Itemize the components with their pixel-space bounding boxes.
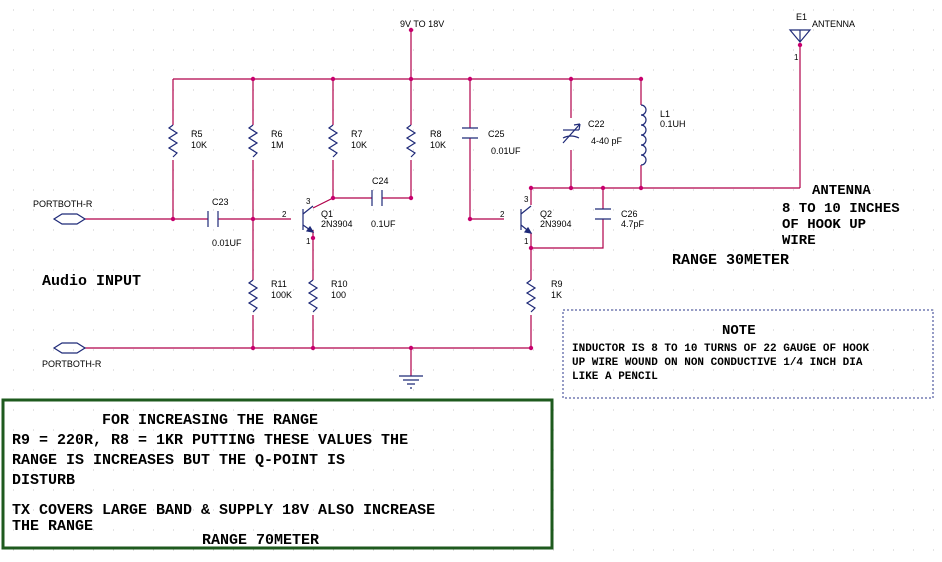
antenna-ref: E1 [796,12,807,22]
note-line2: UP WIRE WOUND ON NON CONDUCTIVE 1/4 INCH… [572,357,863,369]
c23-value: 0.01UF [212,238,242,248]
resistor-r11 [247,279,259,313]
r7-ref: R7 [351,129,363,139]
c24-value: 0.1UF [371,219,396,229]
supply-label: 9V TO 18V [400,19,444,29]
transistor-q2 [520,205,533,234]
r9-value: 1K [551,290,562,300]
antenna-name: ANTENNA [812,19,855,29]
q1-part: 2N3904 [321,219,353,229]
r5-ref: R5 [191,129,203,139]
q2-emitter-pin: 1 [524,237,529,246]
transistor-q1 [302,205,315,233]
r11-value: 100K [271,290,292,300]
input-port-label: PORTBOTH-R [33,199,93,209]
audio-input-label: Audio INPUT [42,273,141,290]
r7-value: 10K [351,140,367,150]
q1-collector-pin: 3 [306,197,311,206]
r8-ref: R8 [430,129,442,139]
trimmer-capacitor-c22 [562,123,581,144]
note-line1: INDUCTOR IS 8 TO 10 TURNS OF 22 GAUGE OF… [572,343,869,355]
range-info-box [1,398,554,550]
ground-port [52,342,87,354]
capacitor-c24 [371,190,383,206]
grid-dots [13,9,934,551]
input-port [52,213,87,225]
ground-port-label: PORTBOTH-R [42,359,102,369]
range-box-line1: R9 = 220R, R8 = 1KR PUTTING THESE VALUES… [12,432,408,449]
range-box-line5: THE RANGE [12,518,93,535]
r10-value: 100 [331,290,346,300]
r8-value: 10K [430,140,446,150]
range-box-title: FOR INCREASING THE RANGE [102,412,318,429]
ground-symbol [399,375,423,389]
c25-ref: C25 [488,129,505,139]
r10-ref: R10 [331,279,348,289]
c23-ref: C23 [212,197,229,207]
inductor-l1 [640,104,647,166]
r5-value: 10K [191,140,207,150]
resistor-r6 [247,124,259,158]
note-title: NOTE [722,323,756,339]
antenna-note-line2: 8 TO 10 INCHES [782,201,900,217]
q1-base-pin: 2 [282,210,287,219]
r6-value: 1M [271,140,284,150]
range-30-label: RANGE 30METER [672,252,789,269]
junction-dots [170,27,803,351]
antenna-note-line1: ANTENNA [812,183,871,199]
resistor-r7 [327,124,339,158]
q2-ref: Q2 [540,209,552,219]
wires [85,30,801,376]
c22-value: 4-40 pF [591,136,623,146]
range-box-line3: DISTURB [12,472,75,489]
grid-dot-pattern [13,9,934,551]
resistor-r8 [405,124,417,158]
range-box-line2: RANGE IS INCREASES BUT THE Q-POINT IS [12,452,345,469]
range-box-line4: TX COVERS LARGE BAND & SUPPLY 18V ALSO I… [12,502,435,519]
q2-base-pin: 2 [500,210,505,219]
resistor-r5 [167,124,179,158]
c24-ref: C24 [372,176,389,186]
r6-ref: R6 [271,129,283,139]
r11-ref: R11 [271,279,287,289]
c26-value: 4.7pF [621,219,645,229]
range-box-footer: RANGE 70METER [202,532,319,549]
c22-ref: C22 [588,119,605,129]
antenna-symbol [788,29,812,43]
q2-part: 2N3904 [540,219,572,229]
note-line3: LIKE A PENCIL [572,371,658,383]
antenna-pin: 1 [794,53,799,62]
l1-ref: L1 [660,109,670,119]
c25-value: 0.01UF [491,146,521,156]
q2-collector-pin: 3 [524,195,529,204]
capacitor-c23 [207,211,219,227]
capacitor-c26 [595,208,611,220]
r9-ref: R9 [551,279,563,289]
q1-ref: Q1 [321,209,333,219]
resistor-r10 [307,279,319,313]
antenna-note-line3: OF HOOK UP [782,217,866,233]
l1-value: 0.1UH [660,119,686,129]
c26-ref: C26 [621,209,638,219]
antenna-note-line4: WIRE [782,233,816,249]
note-box [562,309,934,399]
resistor-r9 [525,279,537,313]
q1-emitter-pin: 1 [306,237,311,246]
capacitor-c25 [462,127,478,139]
